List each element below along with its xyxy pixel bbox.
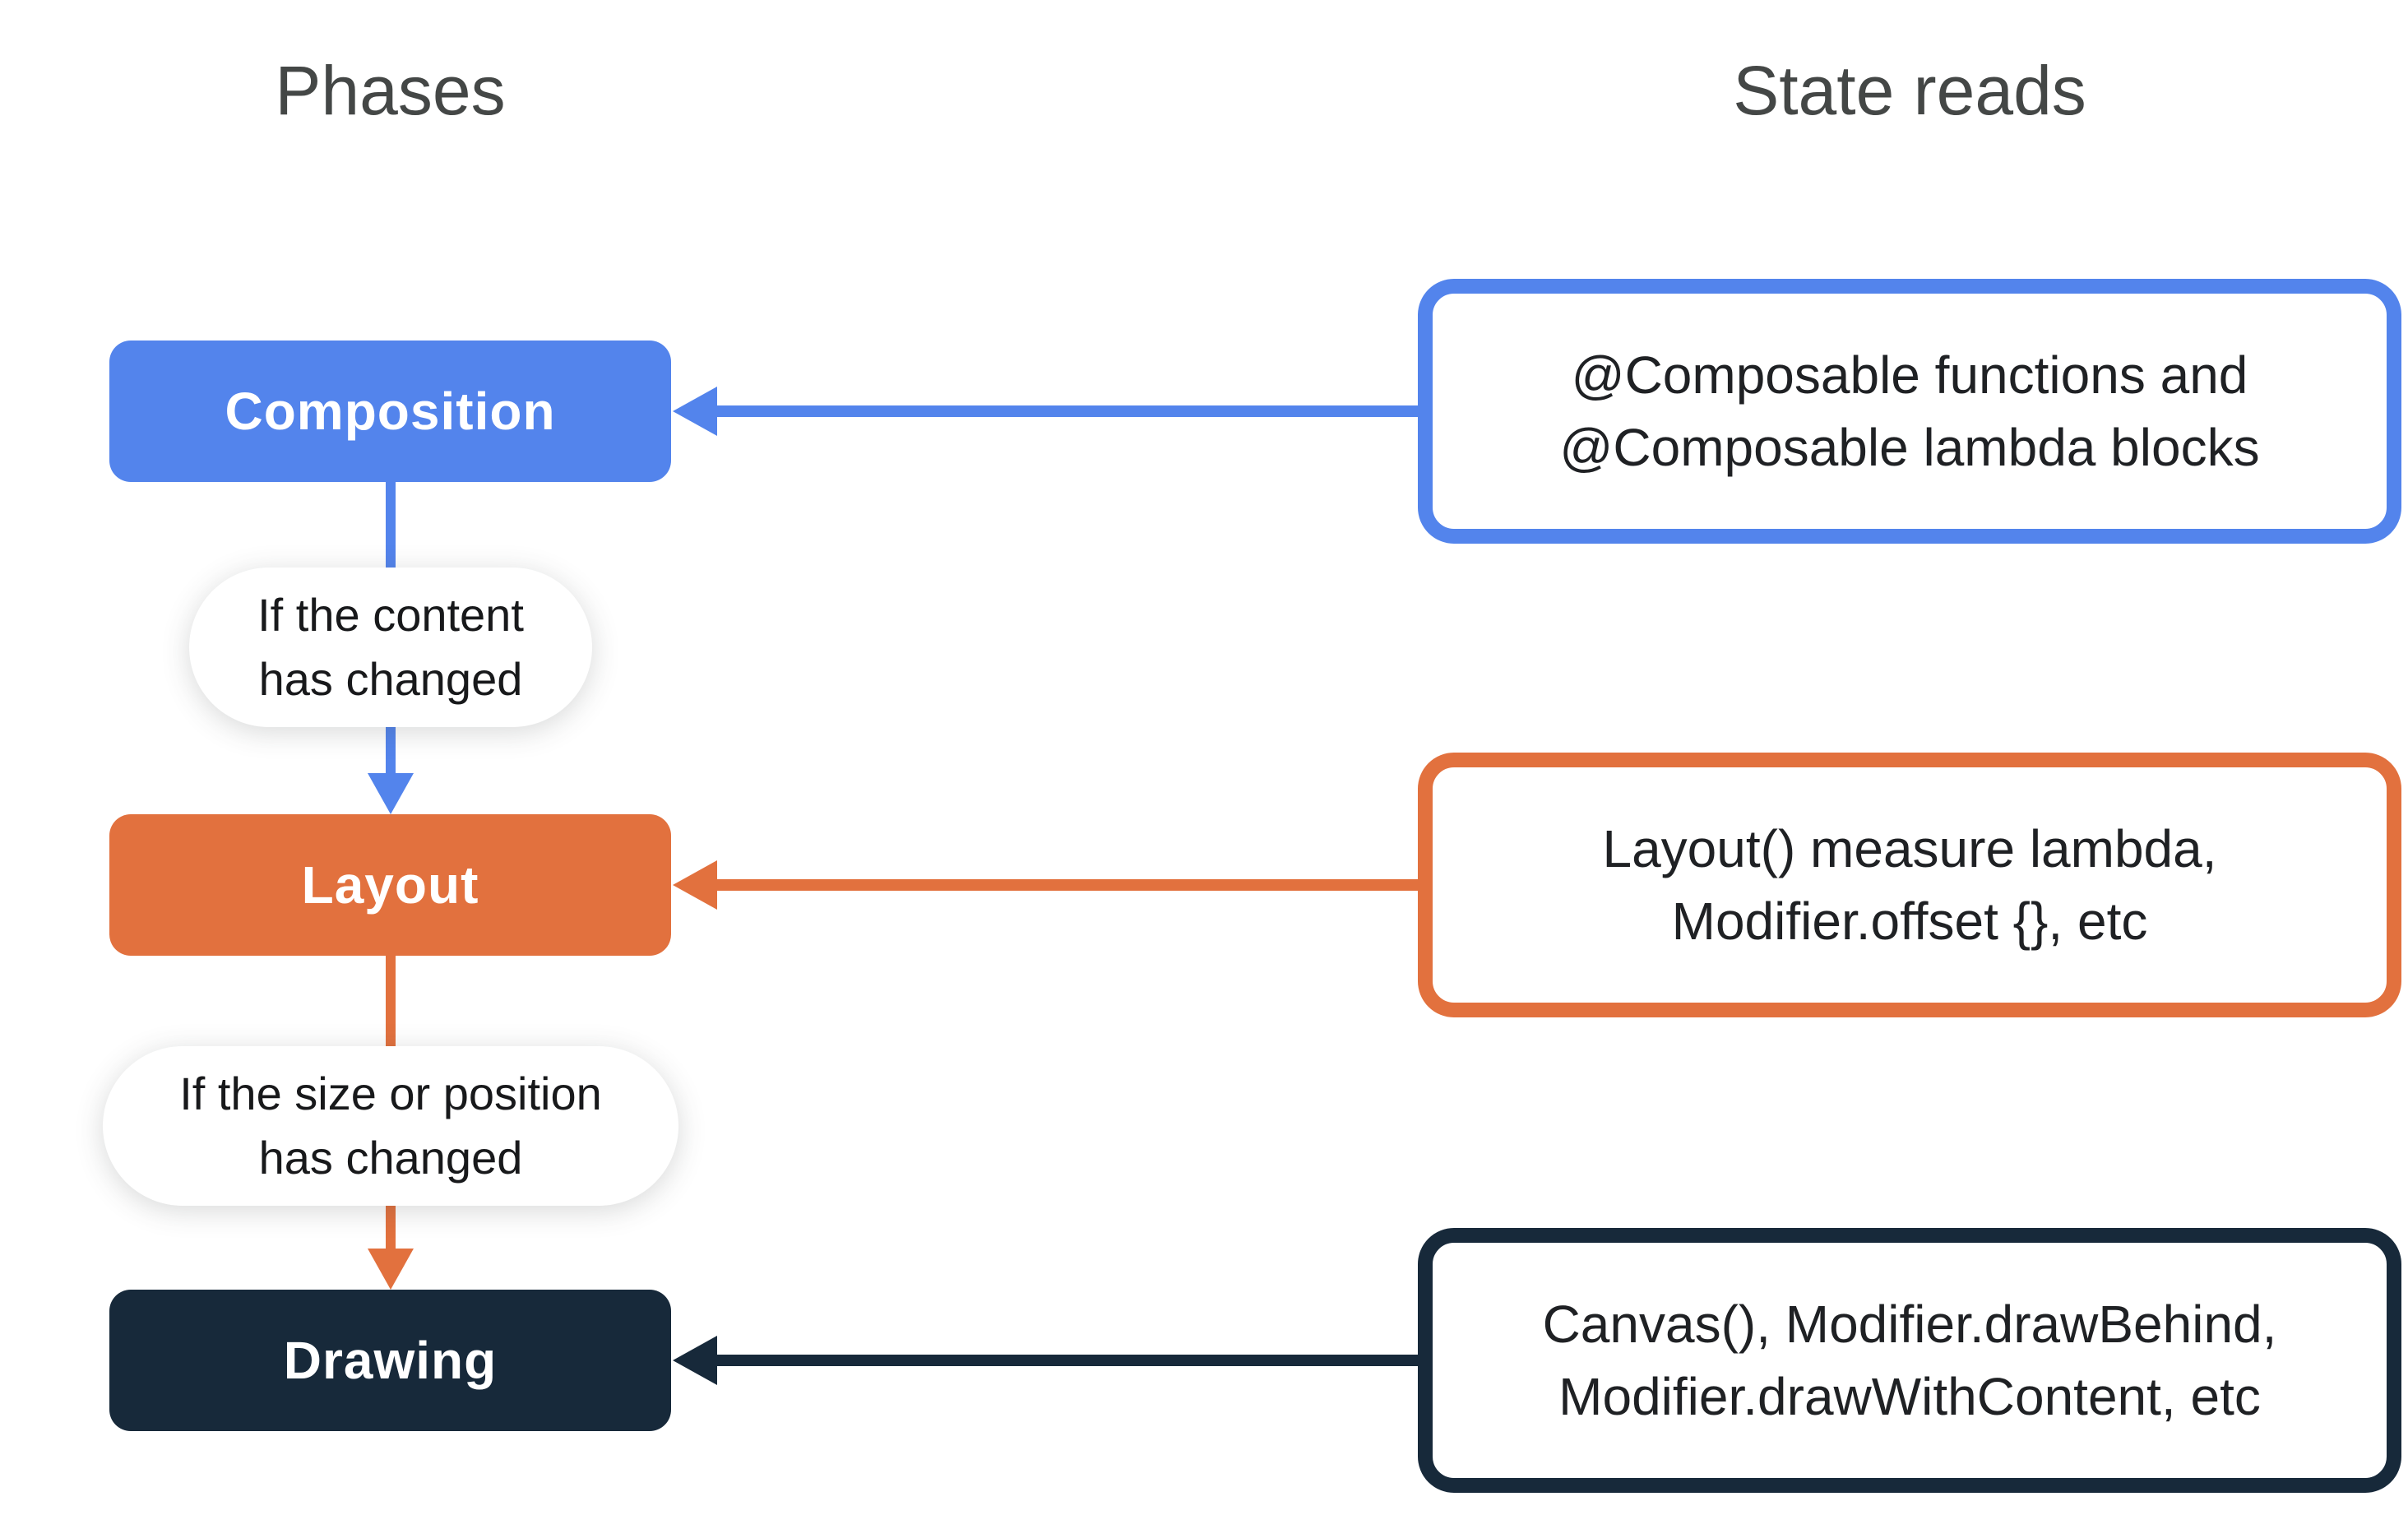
state-read-text-line: Modifier.drawWithContent, etc xyxy=(1558,1367,2261,1426)
state-read-text-line: @Composable lambda blocks xyxy=(1559,418,2260,477)
condition-text-line: If the size or position xyxy=(179,1068,602,1119)
condition-pill-content-changed: If the content has changed xyxy=(189,568,592,727)
state-reads-box-layout: Layout() measure lambda, Modifier.offset… xyxy=(1418,753,2401,1017)
condition-text-line: has changed xyxy=(258,653,523,705)
state-read-text-line: Canvas(), Modifier.drawBehind, xyxy=(1542,1295,2277,1354)
phase-box-composition: Composition xyxy=(109,341,671,482)
state-read-text-line: Layout() measure lambda, xyxy=(1602,819,2217,878)
state-read-text-line: @Composable functions and xyxy=(1571,345,2248,405)
state-reads-column-header: State reads xyxy=(1733,52,2086,129)
state-reads-box-composition: @Composable functions and @Composable la… xyxy=(1418,279,2401,544)
condition-pill-size-position-changed: If the size or position has changed xyxy=(103,1046,678,1206)
arrow-state-to-drawing-head xyxy=(673,1336,717,1385)
arrow-state-to-composition-line xyxy=(707,405,1418,417)
arrow-state-to-layout-line xyxy=(707,879,1418,891)
phase-label: Composition xyxy=(225,382,556,441)
phases-column-header: Phases xyxy=(275,52,506,129)
phase-label: Drawing xyxy=(283,1331,498,1390)
phase-label: Layout xyxy=(301,855,479,915)
arrow-composition-to-layout-head xyxy=(368,773,414,814)
arrow-state-to-composition-head xyxy=(673,387,717,436)
arrow-state-to-layout-head xyxy=(673,860,717,910)
state-reads-box-drawing: Canvas(), Modifier.drawBehind, Modifier.… xyxy=(1418,1228,2401,1493)
phase-box-layout: Layout xyxy=(109,814,671,956)
phase-box-drawing: Drawing xyxy=(109,1290,671,1431)
arrow-state-to-drawing-line xyxy=(707,1355,1418,1366)
arrow-layout-to-drawing-head xyxy=(368,1249,414,1290)
condition-text-line: If the content xyxy=(257,589,524,641)
state-read-text-line: Modifier.offset {}, etc xyxy=(1671,892,2148,951)
condition-text-line: has changed xyxy=(258,1132,523,1184)
